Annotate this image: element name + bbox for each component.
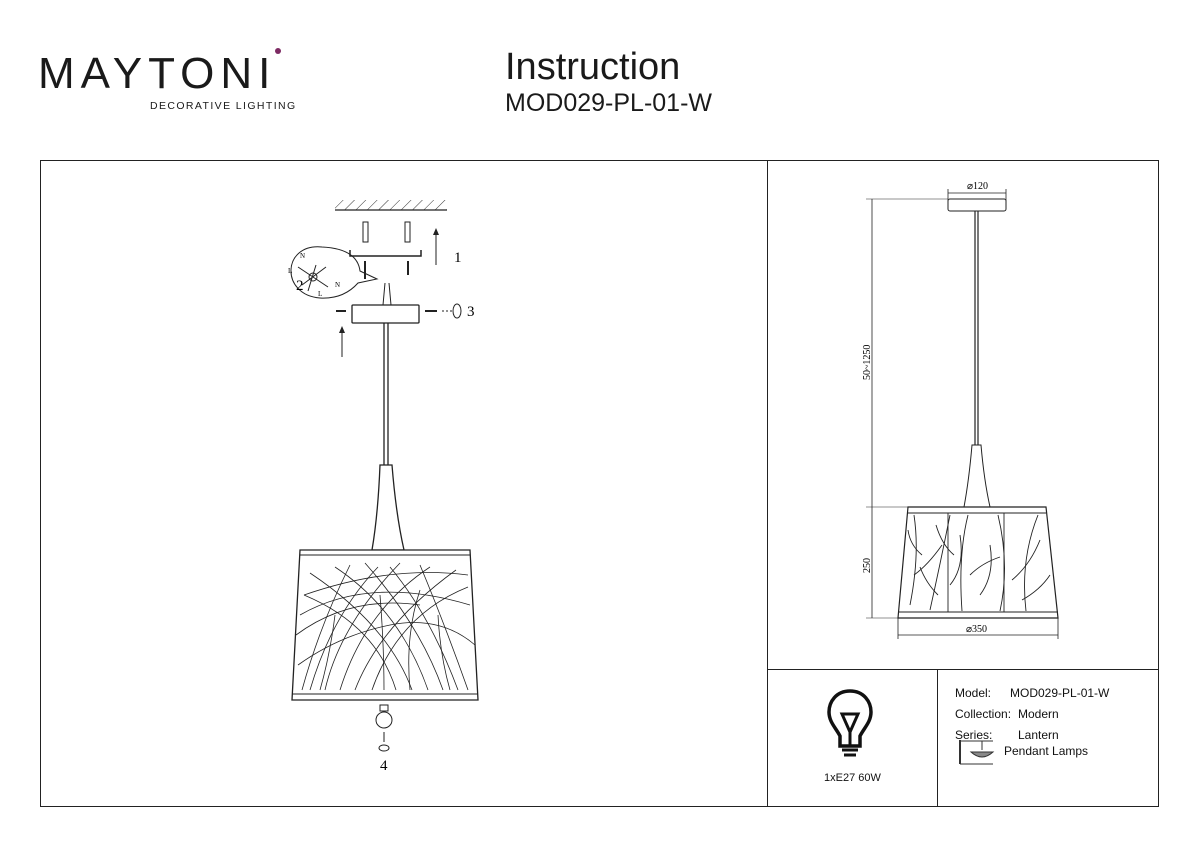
bulb-spec: 1xE27 60W: [824, 772, 881, 784]
collection-value: Modern: [1018, 707, 1059, 721]
model-label: Model:: [955, 686, 992, 700]
step-2-label: 2: [296, 278, 304, 294]
brand-name: MAYTONI: [38, 49, 277, 98]
type-value: Pendant Lamps: [1004, 744, 1089, 758]
shade-diameter-label: ⌀350: [966, 624, 987, 635]
shade-branch-pattern: [907, 513, 1051, 612]
step-1-label: 1: [454, 250, 462, 266]
height-range-label: 50~1250: [862, 345, 873, 380]
wall-anchor-left: [362, 221, 369, 243]
model-code: MOD029-PL-01-W: [505, 89, 712, 117]
shade-height-label: 250: [862, 558, 873, 573]
collection-label: Collection:: [955, 707, 1012, 721]
shade-outline: [897, 506, 1059, 619]
assembly-diagram: 1 N L N L 2 3 4: [288, 200, 479, 774]
series-label: Series:: [955, 728, 993, 742]
instruction-frame: [40, 160, 1159, 807]
pendant-lamp-icon: [959, 740, 995, 765]
wire-callout: [290, 246, 379, 299]
light-bulb-icon: [827, 689, 873, 757]
wall-anchor-right: [404, 221, 411, 243]
logo-accent-dot: [275, 48, 281, 54]
lamp-holder: [371, 464, 405, 551]
svg-text:L: L: [288, 267, 292, 275]
canopy-outline: [947, 198, 1007, 212]
svg-text:L: L: [318, 290, 322, 298]
brand-tagline: DECORATIVE LIGHTING: [150, 100, 297, 112]
svg-text:N: N: [335, 281, 340, 289]
page-title: Instruction: [505, 46, 681, 88]
step-4-label: 4: [380, 758, 388, 774]
divider-spec: [937, 669, 938, 807]
holder-outline: [963, 444, 991, 508]
model-value: MOD029-PL-01-W: [1010, 686, 1110, 700]
bulb-drawing: [375, 711, 393, 729]
canopy: [351, 304, 420, 324]
dimension-diagram: ⌀120 ⌀350 50~1250 250: [862, 181, 1059, 639]
lamp-shade: [291, 549, 479, 701]
svg-text:N: N: [300, 252, 305, 260]
divider-horizontal: [767, 669, 1159, 670]
divider-vertical: [767, 160, 768, 807]
brand-logo: MAYTONI DECORATIVE LIGHTING: [38, 48, 295, 112]
canopy-diameter-label: ⌀120: [967, 181, 988, 192]
step-3-label: 3: [467, 304, 475, 320]
ceiling-hatch: [335, 200, 447, 210]
series-value: Lantern: [1018, 728, 1059, 742]
mounting-bracket: [349, 250, 422, 257]
shade-grass-pattern: [295, 562, 476, 691]
